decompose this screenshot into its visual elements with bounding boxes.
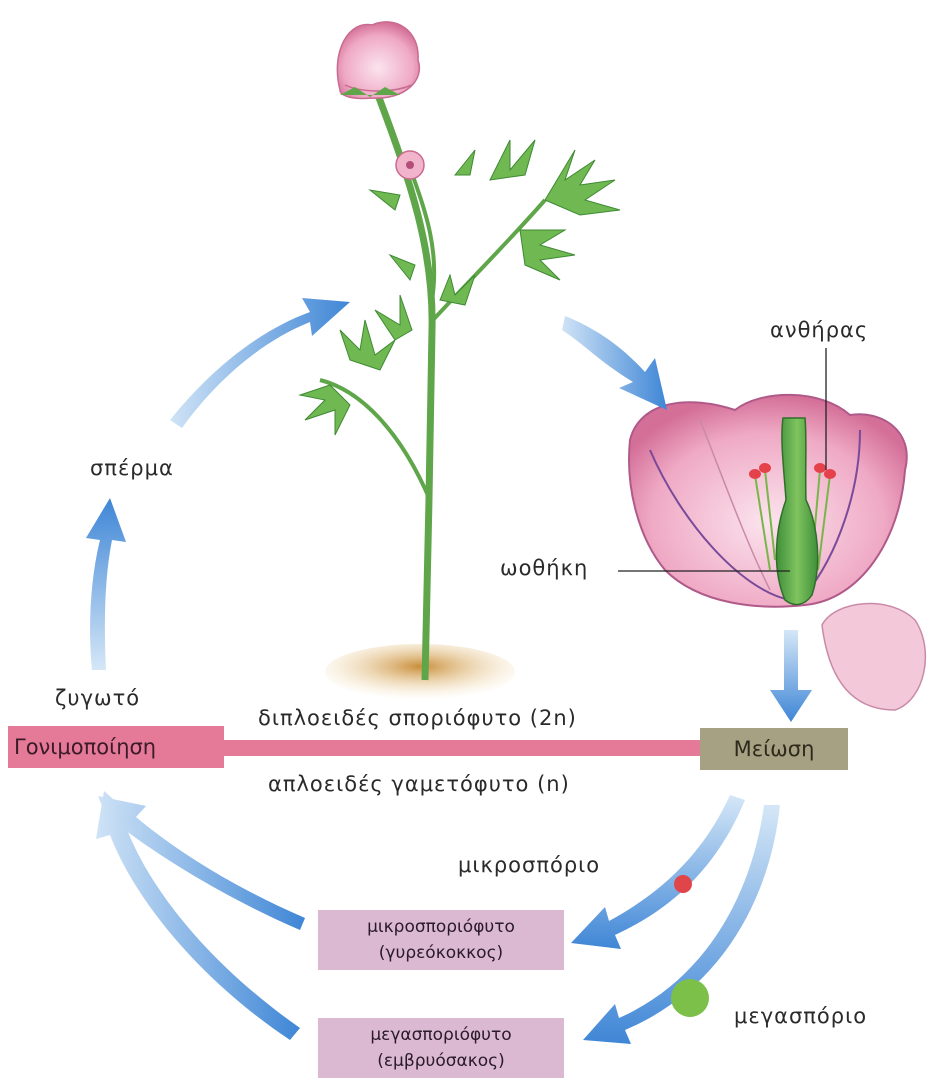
seed-label: σπέρμα [90,456,174,480]
meiosis-box: Μείωση [700,728,848,770]
main-stem [378,95,432,680]
microgametophyte-box: μικροσποριόφυτο (γυρεόκοκκος) [318,910,564,970]
arrow-zygote-to-seed [86,498,126,670]
ploidy-divider [215,740,700,756]
megaspore-label: μεγασπόριο [734,1004,867,1028]
microspore-dot [674,875,692,893]
megagametophyte-title: μεγασποριόφυτο [318,1022,564,1048]
fertilization-box: Γονιμοποίηση [8,726,224,768]
plant-illustration [300,22,620,700]
anther-label: ανθήρας [770,318,868,342]
diploid-label: διπλοειδές σποριόφυτο (2n) [258,706,577,730]
microgametophyte-title: μικροσποριόφυτο [318,914,564,940]
top-flower [337,22,419,99]
soil [325,644,515,700]
haploid-label: απλοειδές γαμετόφυτο (n) [268,772,570,796]
flower-cross-section [629,395,925,710]
megagametophyte-subtitle: (εμβρυόσακος) [318,1048,564,1074]
microgametophyte-subtitle: (γυρεόκοκκος) [318,940,564,966]
arrow-plant-to-flower [562,316,667,410]
arrow-flower-to-meiosis [770,630,812,722]
megagametophyte-box: μεγασποριόφυτο (εμβρυόσακος) [318,1018,564,1078]
microspore-label: μικροσπόριο [458,853,600,877]
megaspore-dot [671,979,709,1017]
ovary-label: ωοθήκη [500,556,588,580]
zygote-label: ζυγωτό [55,686,140,710]
small-flower [396,151,424,179]
